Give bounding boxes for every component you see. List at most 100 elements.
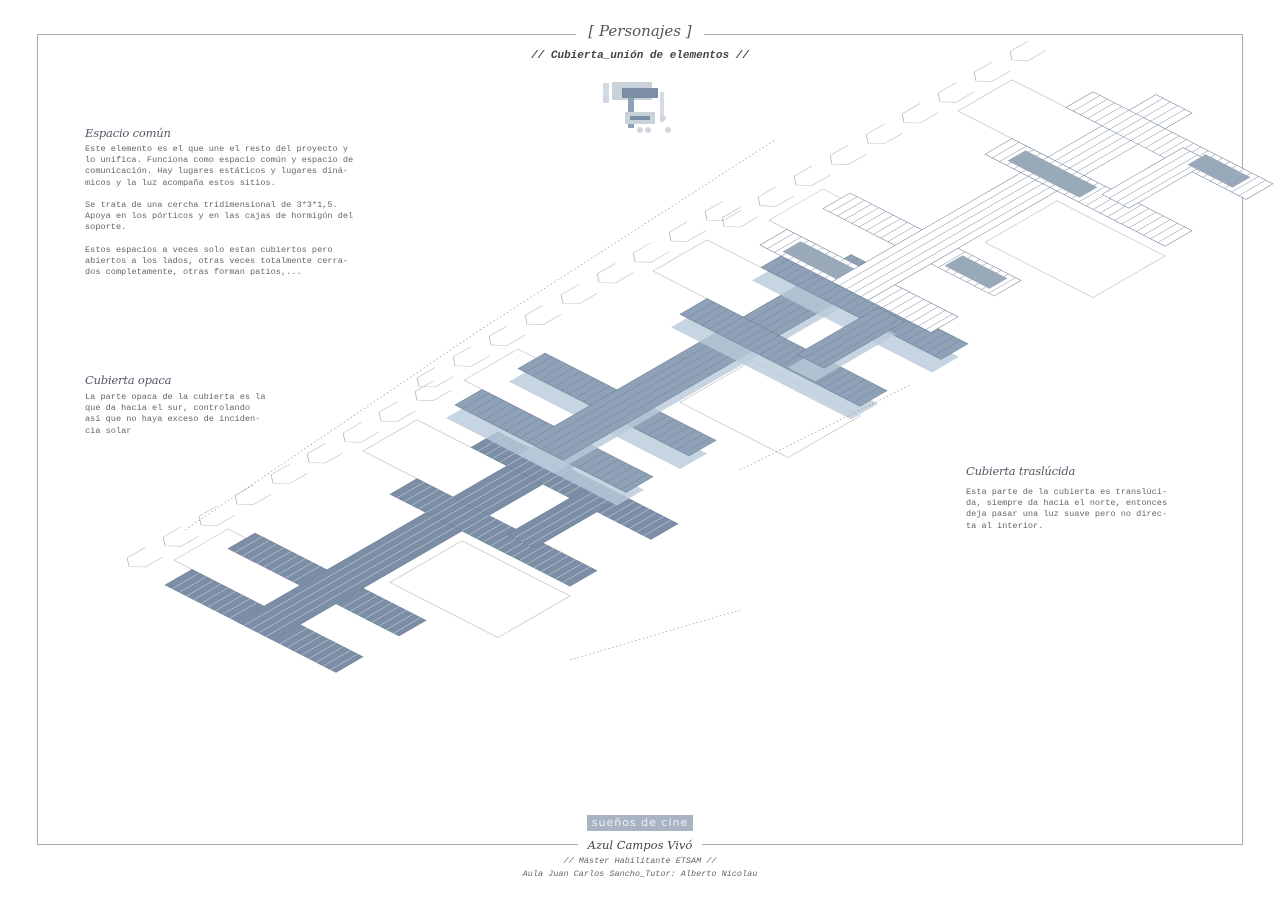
truss-member — [425, 496, 454, 513]
truss-member — [172, 572, 200, 589]
portal-frame — [306, 443, 344, 464]
portal-frame — [198, 505, 236, 526]
portal-frame — [416, 367, 454, 388]
credits-text: Aula Juan Carlos Sancho_Tutor: Alberto N… — [522, 869, 758, 879]
truss-member — [379, 610, 407, 626]
truss-member — [323, 650, 351, 667]
truss-member — [271, 554, 299, 571]
truss-member — [1087, 102, 1115, 119]
truss-member — [992, 142, 1020, 158]
truss-member — [759, 338, 787, 355]
portal-frame — [488, 325, 526, 346]
roof-truss-band — [1101, 147, 1211, 209]
truss-member — [528, 498, 610, 546]
truss-member — [1116, 117, 1144, 134]
truss-member — [774, 236, 802, 253]
portal-frame — [596, 263, 634, 284]
truss-member — [539, 363, 567, 380]
truss-member — [988, 277, 1016, 294]
truss-member — [1152, 135, 1180, 152]
truss-member — [851, 207, 879, 224]
truss-member — [1130, 124, 1158, 141]
key-plan-dot — [637, 127, 643, 133]
truss-member — [548, 559, 576, 576]
truss-member — [708, 313, 736, 330]
portal-frame — [865, 124, 903, 145]
portal-frame — [704, 200, 742, 221]
truss-member — [875, 288, 903, 304]
truss-member — [737, 327, 765, 344]
truss-member — [476, 522, 504, 539]
truss-member — [301, 639, 329, 656]
text-cubierta-opaca: La parte opaca de la cubierta es la que … — [85, 392, 266, 436]
key-plan-block — [622, 88, 658, 98]
truss-member — [1143, 219, 1171, 236]
translucent-panel — [944, 255, 1008, 289]
truss-member — [357, 599, 385, 615]
portal-frame — [270, 464, 308, 485]
roof-truss-band — [679, 298, 888, 407]
portal-frame — [560, 284, 598, 305]
truss-member — [620, 473, 648, 490]
truss-member — [622, 508, 650, 525]
portal-frame — [234, 484, 272, 505]
key-plan-dot — [660, 115, 666, 121]
truss-member — [280, 628, 308, 644]
truss-member — [767, 232, 795, 249]
truss-member — [629, 512, 657, 529]
truss-member — [343, 591, 371, 608]
truss-member — [263, 551, 292, 568]
truss-member — [837, 200, 865, 217]
truss-member — [555, 563, 583, 579]
truss-member — [469, 518, 497, 535]
heading-cubierta-opaca: Cubierta opaca — [85, 373, 172, 387]
truss-member — [818, 318, 900, 366]
truss-member — [512, 418, 540, 435]
truss-member — [640, 415, 668, 432]
poster-title: [ Personajes ] — [0, 22, 1280, 41]
truss-member — [1136, 215, 1164, 232]
poster-title-text: [ Personajes ] — [576, 22, 704, 40]
dotted-connector-lines — [184, 139, 911, 661]
portal-frame — [452, 346, 490, 367]
truss-member — [498, 411, 526, 428]
dotted-connector — [184, 329, 481, 531]
truss-member — [193, 584, 221, 600]
truss-member — [285, 562, 313, 579]
roof-combined-axonometric — [416, 200, 969, 506]
key-plan-block — [660, 92, 664, 122]
truss-member — [858, 211, 887, 228]
truss-member — [882, 291, 910, 308]
truss-member — [852, 386, 880, 403]
truss-member — [562, 566, 590, 583]
axonometric-plane — [721, 40, 1274, 333]
truss-member — [541, 555, 569, 572]
truss-member — [330, 653, 358, 670]
truss-member — [469, 396, 497, 413]
roof-translucent-axonometric — [721, 40, 1274, 333]
truss-member — [575, 382, 603, 399]
text-espacio-comun: Este elemento es el que une el resto del… — [85, 144, 354, 278]
truss-member — [1121, 208, 1149, 225]
truss-member — [598, 462, 627, 479]
truss-member — [838, 379, 866, 396]
truss-member — [519, 422, 547, 439]
truss-member — [591, 459, 619, 476]
truss-member — [546, 367, 574, 384]
truss-member — [831, 375, 859, 392]
heading-espacio-comun: Espacio común — [85, 126, 171, 140]
truss-member — [483, 404, 511, 420]
truss-member — [404, 485, 432, 502]
truss-member — [683, 437, 711, 454]
truss-member — [744, 331, 772, 348]
dotted-connector — [569, 609, 741, 661]
portal-frame — [829, 144, 867, 165]
truss-member — [371, 606, 400, 623]
truss-member — [773, 346, 801, 363]
portal-frame — [342, 422, 380, 443]
key-plan-thumbnail — [603, 82, 671, 133]
truss-member — [816, 368, 844, 385]
truss-member — [636, 516, 664, 533]
truss-member — [1123, 158, 1205, 206]
